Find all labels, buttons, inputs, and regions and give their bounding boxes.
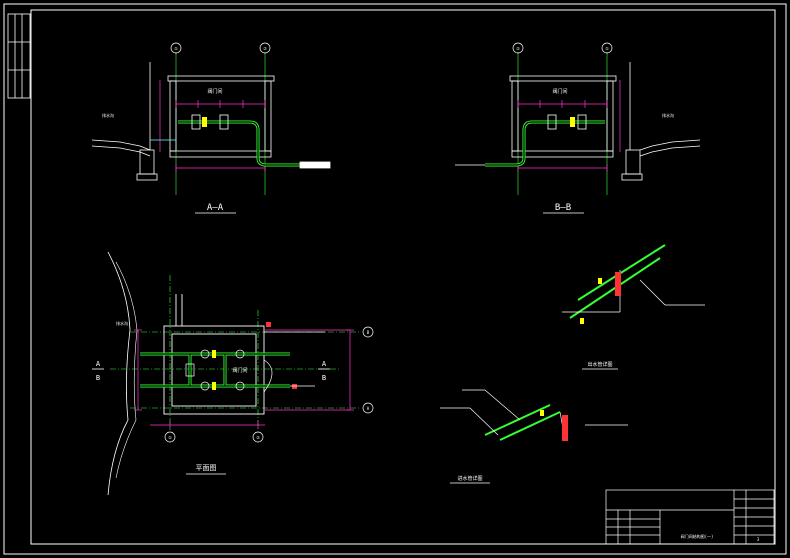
plan-section-a-top-right: A bbox=[322, 360, 327, 368]
plan-valves bbox=[185, 349, 273, 393]
title-block bbox=[605, 489, 775, 545]
detail-inlet-pipe: 进水管详图 bbox=[440, 389, 628, 484]
plan-pipes-inner bbox=[140, 353, 290, 387]
plan-axis-label-1: ① bbox=[168, 435, 172, 440]
plan-walls bbox=[163, 294, 265, 415]
detail1-red-wall bbox=[615, 272, 621, 296]
plan-axis-bubble-1 bbox=[164, 431, 176, 443]
section-bb-pipes bbox=[485, 120, 605, 167]
detail1-yellow-flange-2 bbox=[580, 318, 584, 324]
detail2-yellow-flange bbox=[540, 410, 544, 416]
detail1-yellow-flange-1 bbox=[598, 278, 602, 284]
section-bb-title: B—B bbox=[555, 203, 571, 213]
plan-axis-label-a: A bbox=[367, 406, 370, 411]
detail-outlet-pipe: 出水管详图 bbox=[562, 244, 705, 370]
section-aa-valves bbox=[191, 114, 331, 169]
section-aa-axis-label-1: ① bbox=[174, 46, 178, 51]
plan-bank-outline-inner bbox=[115, 261, 138, 479]
section-aa-axis-bubble-1 bbox=[170, 42, 182, 54]
detail2-title: 进水管详图 bbox=[457, 475, 482, 482]
section-bb-axis-bubble-2 bbox=[512, 42, 524, 54]
section-aa-bank-label: 排水沟 bbox=[102, 112, 114, 118]
section-bb-axis-bubble-1 bbox=[601, 42, 613, 54]
section-bb-pipes-inner bbox=[485, 121, 605, 166]
plan-bank-outline bbox=[107, 251, 131, 496]
plan-section-a-top: A bbox=[96, 360, 101, 368]
section-bb-axis-label-2: ② bbox=[516, 46, 520, 51]
detail2-red-wall bbox=[562, 415, 568, 441]
plan-axis-label-b: B bbox=[367, 330, 370, 335]
plan-axis-bubble-2 bbox=[252, 431, 264, 443]
section-bb: ② ① 阀门间 排水沟 bbox=[455, 42, 701, 214]
detail2-lines bbox=[440, 389, 628, 441]
section-aa: ① ② 阀门间 排水沟 bbox=[91, 42, 331, 214]
section-bb-bank-label: 排水沟 bbox=[662, 112, 674, 118]
section-aa-room-label: 阀门间 bbox=[207, 88, 222, 95]
section-bb-valves bbox=[547, 114, 587, 130]
title-block-drawing-title: 阀门间结构图(一) bbox=[681, 533, 714, 539]
plan-axis-bubble-b bbox=[362, 326, 374, 338]
plan-section-b-bottom-right: B bbox=[322, 374, 326, 382]
plan-view: 排水沟 bbox=[92, 251, 374, 496]
plan-room-label: 阀门间 bbox=[232, 367, 247, 374]
plan-section-b-bottom: B bbox=[96, 374, 100, 382]
section-aa-axis-bubble-2 bbox=[259, 42, 271, 54]
plan-pipes bbox=[140, 352, 290, 388]
plan-yellow-flange-2 bbox=[212, 382, 216, 390]
section-aa-axis-label-2: ② bbox=[263, 46, 267, 51]
section-bb-dimensions bbox=[517, 80, 621, 172]
plan-title: 平面图 bbox=[196, 464, 217, 472]
plan-dimensions bbox=[134, 329, 354, 429]
plan-axis-label-2: ② bbox=[256, 435, 260, 440]
detail2-pipes bbox=[484, 404, 561, 441]
plan-axis-bubble-a bbox=[362, 402, 374, 414]
sheet-border bbox=[3, 3, 787, 555]
section-aa-yellow-flange bbox=[202, 117, 207, 127]
section-bb-structure bbox=[509, 62, 701, 181]
plan-bank-label: 排水沟 bbox=[116, 320, 128, 326]
section-aa-pipes bbox=[178, 120, 300, 167]
plan-red-mark-1 bbox=[266, 322, 271, 327]
section-bb-yellow-flange bbox=[570, 117, 575, 127]
section-aa-title: A—A bbox=[207, 203, 224, 213]
section-bb-axis-label-1: ① bbox=[605, 46, 609, 51]
section-bb-room-label: 阀门间 bbox=[552, 88, 567, 95]
binding-strip bbox=[7, 13, 31, 99]
plan-yellow-flange-1 bbox=[212, 350, 216, 358]
section-aa-structure bbox=[91, 62, 275, 181]
title-block-sheet-no: 3 bbox=[757, 537, 760, 542]
section-aa-pipes-inner bbox=[178, 121, 300, 166]
plan-red-mark-2 bbox=[292, 384, 297, 389]
detail1-title: 出水管详图 bbox=[587, 361, 612, 368]
